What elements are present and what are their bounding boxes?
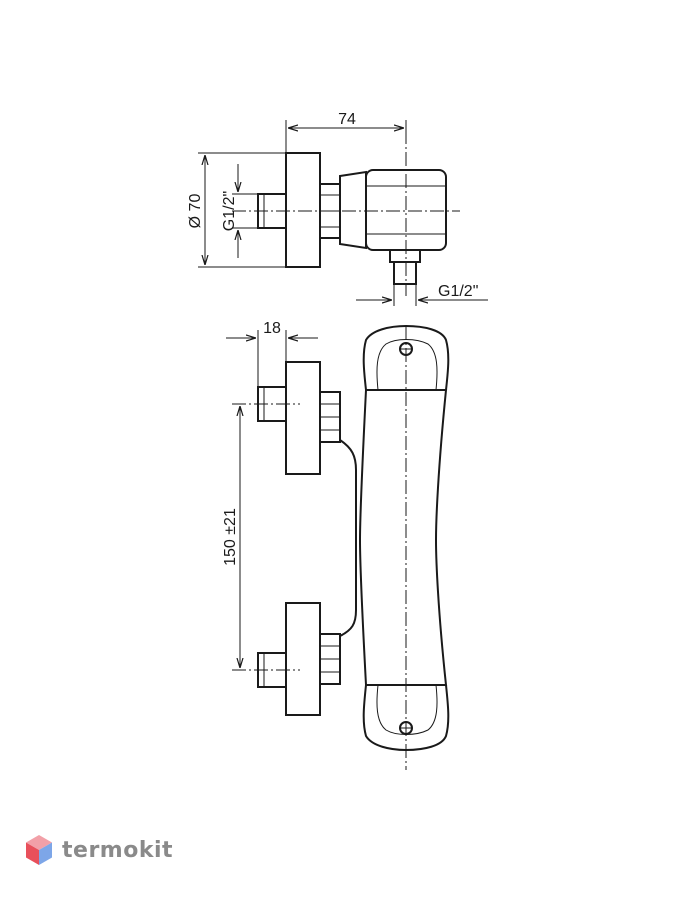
hexagon-cube-icon — [26, 835, 52, 865]
top-view-wall-flange — [285, 152, 321, 268]
watermark-text: termokit — [62, 837, 174, 863]
dim-depth: 74 — [338, 111, 356, 128]
front-view-upper-flange — [285, 361, 321, 475]
dim-thread-outlet: G1/2" — [438, 283, 478, 300]
dim-diameter: Ø 70 — [187, 194, 204, 229]
dim-center-distance: 150 ±21 — [222, 508, 239, 566]
top-view-body-neck — [339, 170, 367, 250]
front-view: 18 150 ±21 — [222, 320, 450, 770]
top-view-outlet-connector — [393, 261, 417, 285]
front-view-lower-flange — [285, 602, 321, 716]
top-view: 74 Ø 70 G1/2" G1/2" — [187, 111, 488, 306]
dim-thread-inlet: G1/2" — [221, 191, 238, 231]
top-view-outlet-collar — [389, 249, 421, 263]
dim-connector-width: 18 — [263, 320, 281, 337]
front-view-bridge — [339, 439, 357, 637]
front-view-body — [358, 389, 448, 686]
watermark: termokit — [24, 834, 173, 866]
